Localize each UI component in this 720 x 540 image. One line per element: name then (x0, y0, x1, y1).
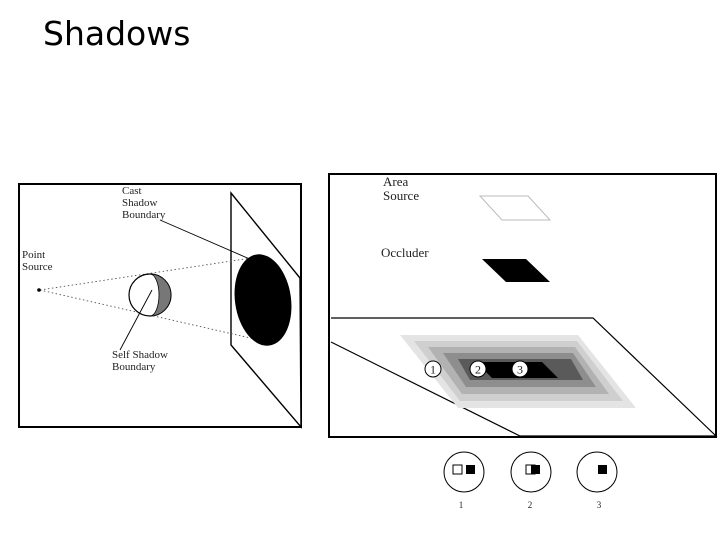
area-source-label: Area Source (383, 174, 419, 203)
view-1-number: 1 (459, 500, 464, 510)
source-visibility-row: 1 2 3 (443, 451, 618, 510)
occluder-parallelogram (482, 259, 550, 282)
region-1-number: 1 (430, 363, 436, 377)
view-1-occluder (466, 465, 475, 474)
self-shadow-boundary-label: Self Shadow Boundary (112, 349, 171, 373)
region-3-marker (511, 360, 529, 378)
cast-shadow-leader (159, 219, 253, 261)
self-shadow-crescent (149, 273, 172, 317)
cast-shadow-boundary-label: Cast Shadow Boundary (122, 185, 166, 221)
point-source-label: Point Source (22, 249, 53, 273)
self-shadow-label-line-1: Self Shadow (112, 349, 168, 361)
region-2-marker (469, 360, 487, 378)
view-3-number: 3 (597, 500, 602, 510)
view-2-occluder (531, 465, 540, 474)
region-1-marker (424, 360, 442, 378)
area-source-panel: 1 2 3 Area Source Occluder (328, 173, 718, 438)
point-source-dot (37, 288, 41, 292)
region-3-number: 3 (517, 363, 523, 377)
view-3-occluder (598, 465, 607, 474)
cast-shadow-label-line-2: Shadow (122, 197, 158, 209)
cast-shadow-ellipse (234, 254, 292, 346)
view-1-circle (443, 451, 485, 493)
view-3-circle (576, 451, 618, 493)
slide-title: Shadows (43, 14, 191, 53)
cast-shadow-label-line-1: Cast (122, 185, 142, 197)
point-source-panel: Point Source Cast Shadow Boundary Self S… (18, 183, 302, 429)
view-2-number: 2 (528, 500, 533, 510)
projection-line-top (39, 256, 259, 291)
point-source-label-line-2: Source (22, 261, 53, 273)
cast-shadow-label-line-3: Boundary (122, 209, 166, 221)
area-source-label-line-1: Area (383, 174, 408, 189)
self-shadow-leader (119, 289, 153, 351)
area-source-parallelogram (478, 195, 552, 221)
occluder-label: Occluder (381, 245, 429, 260)
view-1-source (452, 464, 463, 475)
point-source-label-line-1: Point (22, 249, 45, 261)
region-2-number: 2 (475, 363, 481, 377)
self-shadow-label-line-2: Boundary (112, 361, 156, 373)
area-source-label-line-2: Source (383, 188, 419, 203)
